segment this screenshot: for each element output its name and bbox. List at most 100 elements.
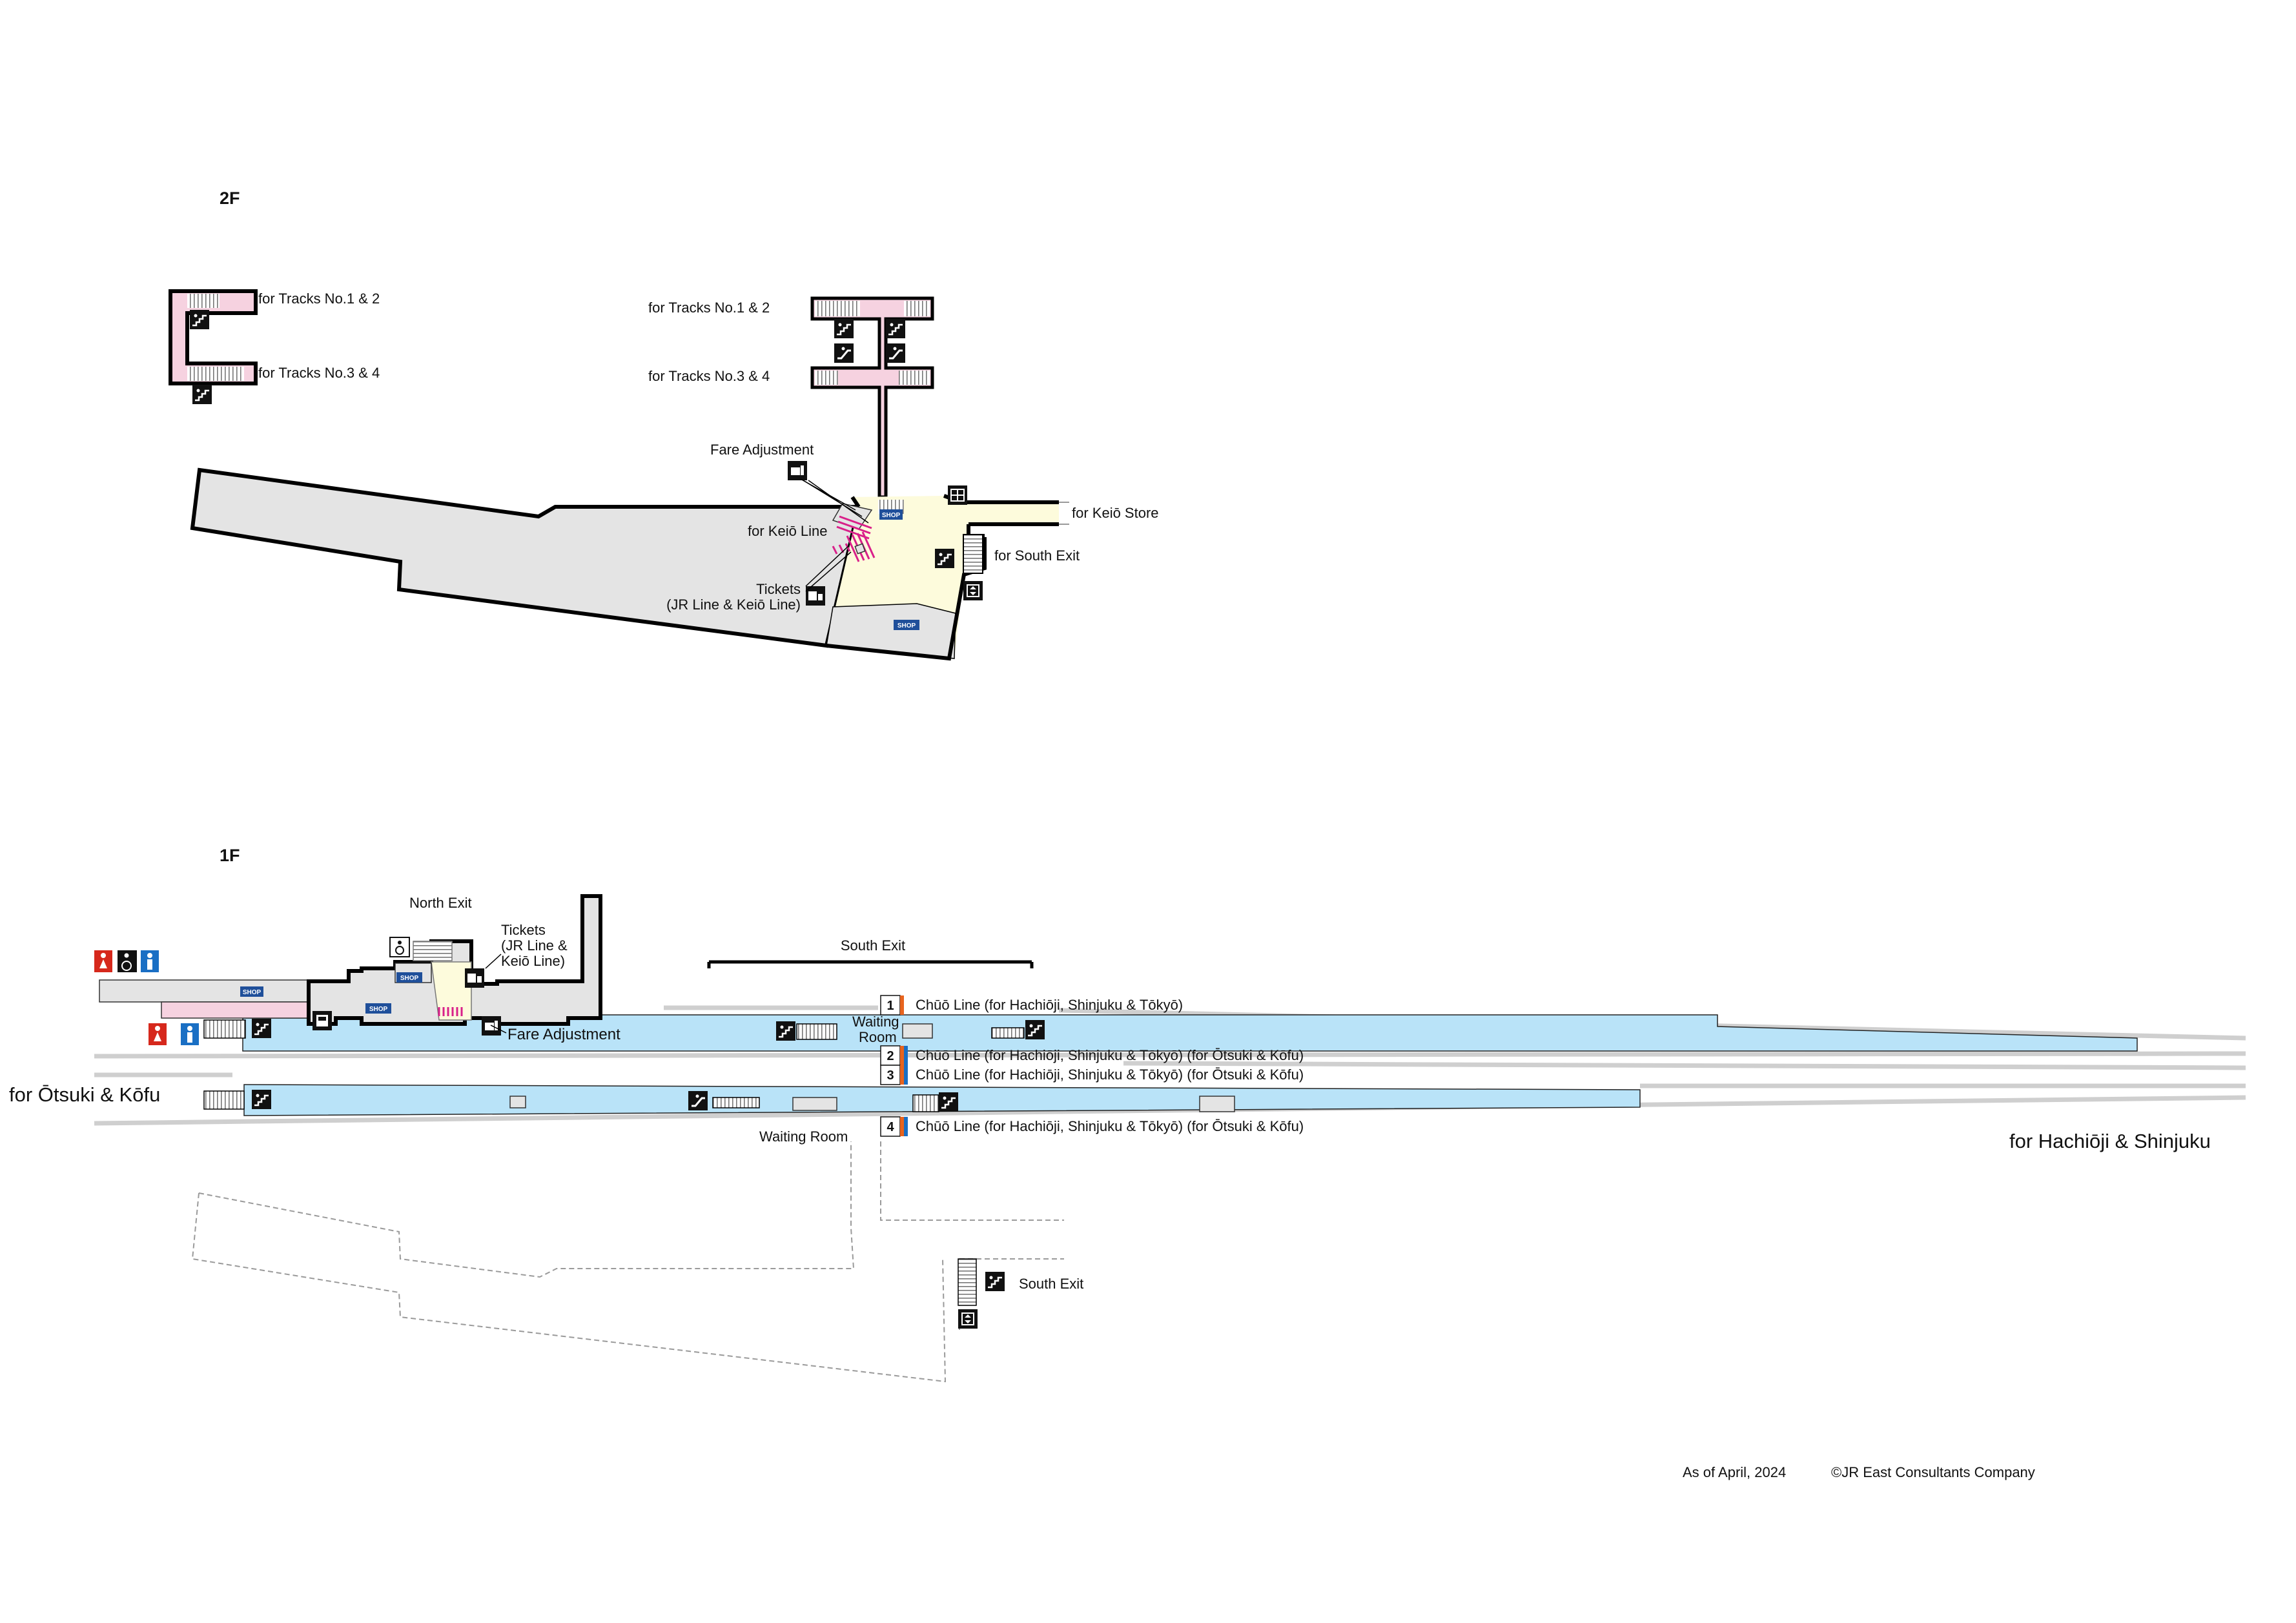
svg-text:2: 2 [887,1049,894,1063]
coin-locker-icon [947,485,968,505]
1f-fare-adjustment-label: Fare Adjustment [507,1026,620,1043]
elevator-icon [963,580,983,601]
stairs-icon [796,1023,837,1040]
atm-icon [313,1011,332,1030]
shop-badge [396,972,422,983]
stairs-icon [899,371,930,385]
stairs-icon [203,1019,246,1039]
1f-tickets-label: Tickets [501,922,546,938]
1f-underground-passage [191,1141,1064,1383]
2f-concourse-hall [190,467,861,648]
svg-text:Chūō Line (for Hachiōji, Shinj: Chūō Line (for Hachiōji, Shinjuku & Tōky… [916,1047,1304,1063]
2f-left-stair-block [169,289,258,405]
shop-badge [894,620,919,630]
direction-hachioji-label: for Hachiōji & Shinjuku [2009,1130,2211,1152]
2f-right-tracks-12-label: for Tracks No.1 & 2 [648,300,770,316]
2f-ticket-gates [832,515,876,562]
escalator-track [712,1097,760,1108]
1f-waiting-room-top-sub-label: Room [859,1029,897,1045]
2f-concourse: SHOP SHOP [190,461,1069,661]
ticket-machine-icon [465,968,484,988]
1f-north-exit-building: SHOP SHOP [307,894,602,1036]
escalator-icon [833,342,855,364]
waiting-room-box [902,1023,933,1039]
stairs-icon [413,941,453,961]
svg-text:Chūō Line (for Hachiōji, Shinj: Chūō Line (for Hachiōji, Shinjuku & Tōky… [916,997,1183,1013]
2f-shop-block [826,603,956,659]
stairs-icon [904,301,930,316]
shop-badge-label: SHOP [897,622,916,629]
svg-text:Chūō Line (for Hachiōji, Shinj: Chūō Line (for Hachiōji, Shinjuku & Tōky… [916,1067,1304,1083]
stairs-icon [251,1017,272,1039]
1f-ticket-gates [438,1007,463,1016]
1f-waiting-room-top-label: Waiting [852,1014,899,1030]
floor-label-2f: 2F [220,189,240,208]
svg-text:1: 1 [887,999,894,1013]
track-2: 2 Chūō Line (for Hachiōji, Shinjuku & Tō… [880,1045,1304,1066]
copyright: ©JR East Consultants Company [1831,1464,2035,1480]
stairs-icon [912,1094,939,1112]
waiting-room-box [792,1097,837,1111]
track-1: 1 Chūō Line (for Hachiōji, Shinjuku & Tō… [880,995,1183,1016]
platform-booth [509,1096,526,1108]
2f-left-tracks-12-label: for Tracks No.1 & 2 [258,291,380,307]
shop-badge-label: SHOP [400,975,419,982]
stairs-icon [815,371,838,385]
escalator-icon [885,342,907,364]
stairs-icon [984,1271,1006,1292]
2f-south-exit-label: for South Exit [994,547,1080,564]
shop-badge-label: SHOP [369,1006,388,1013]
stairs-icon [934,547,956,569]
elevator-icon [958,1309,978,1329]
1f-north-exit-label: North Exit [409,895,472,911]
as-of-date: As of April, 2024 [1683,1464,1786,1480]
stairs-icon [775,1020,797,1042]
svg-text:Chūō Line (for Hachiōji, Shinj: Chūō Line (for Hachiōji, Shinjuku & Tōky… [916,1118,1304,1134]
shop-badge [240,986,263,997]
track-labels: 1 Chūō Line (for Hachiōji, Shinjuku & Tō… [880,995,1304,1137]
stairs-icon [958,1258,977,1306]
2f-right-tracks-34-label: for Tracks No.3 & 4 [648,368,770,384]
2f-fare-adjustment-label: Fare Adjustment [710,442,814,458]
stairs-icon [187,294,220,308]
stairs-icon [991,1027,1025,1039]
escalator-icon [687,1090,709,1112]
stairs-icon [938,1091,959,1113]
2f-keio-store-label: for Keiō Store [1072,505,1159,521]
svg-text:4: 4 [887,1120,894,1134]
2f-keio-line-label: for Keiō Line [748,523,828,539]
stairs-icon [203,1090,245,1110]
2f-left-tracks-34-label: for Tracks No.3 & 4 [258,365,380,381]
stairs-icon [187,367,244,381]
stairs-icon [885,318,907,340]
1f-south-exit-top-label: South Exit [841,937,905,954]
fare-adjustment-icon [788,461,807,480]
shop-badge-label: SHOP [882,512,901,519]
2f-tickets-label: Tickets [756,581,801,597]
2f-right-stair-block [810,296,934,499]
svg-text:3: 3 [887,1068,894,1083]
1f-tickets-sub2-label: Keiō Line) [501,953,565,969]
stairs-icon [251,1088,272,1110]
floor-label-1f: 1F [220,846,240,865]
platform-facilities [509,1019,1235,1113]
stairs-icon [191,383,213,405]
shop-badge [879,509,903,520]
track-4: 4 Chūō Line (for Hachiōji, Shinjuku & Tō… [880,1116,1304,1137]
1f-tickets-sub1-label: (JR Line & [501,937,568,954]
stairs-icon [189,309,210,331]
2f-right-corridor [810,296,934,499]
stairs-icon [1024,1019,1046,1041]
1f-south-exit-bottom-label: South Exit [1019,1276,1083,1292]
shop-badge-label: SHOP [243,989,261,996]
1f-waiting-room-bottom-label: Waiting Room [759,1128,848,1145]
platform-booth [1199,1096,1235,1112]
2f-left-corridor [169,289,258,385]
2f-tickets-sub-label: (JR Line & Keiō Line) [666,597,801,613]
stairs-icon [963,534,983,574]
track-3: 3 Chūō Line (for Hachiōji, Shinjuku & Tō… [880,1065,1304,1085]
stairs-icon [815,301,860,316]
stairs-icon [833,318,855,340]
shop-badge [365,1003,391,1014]
